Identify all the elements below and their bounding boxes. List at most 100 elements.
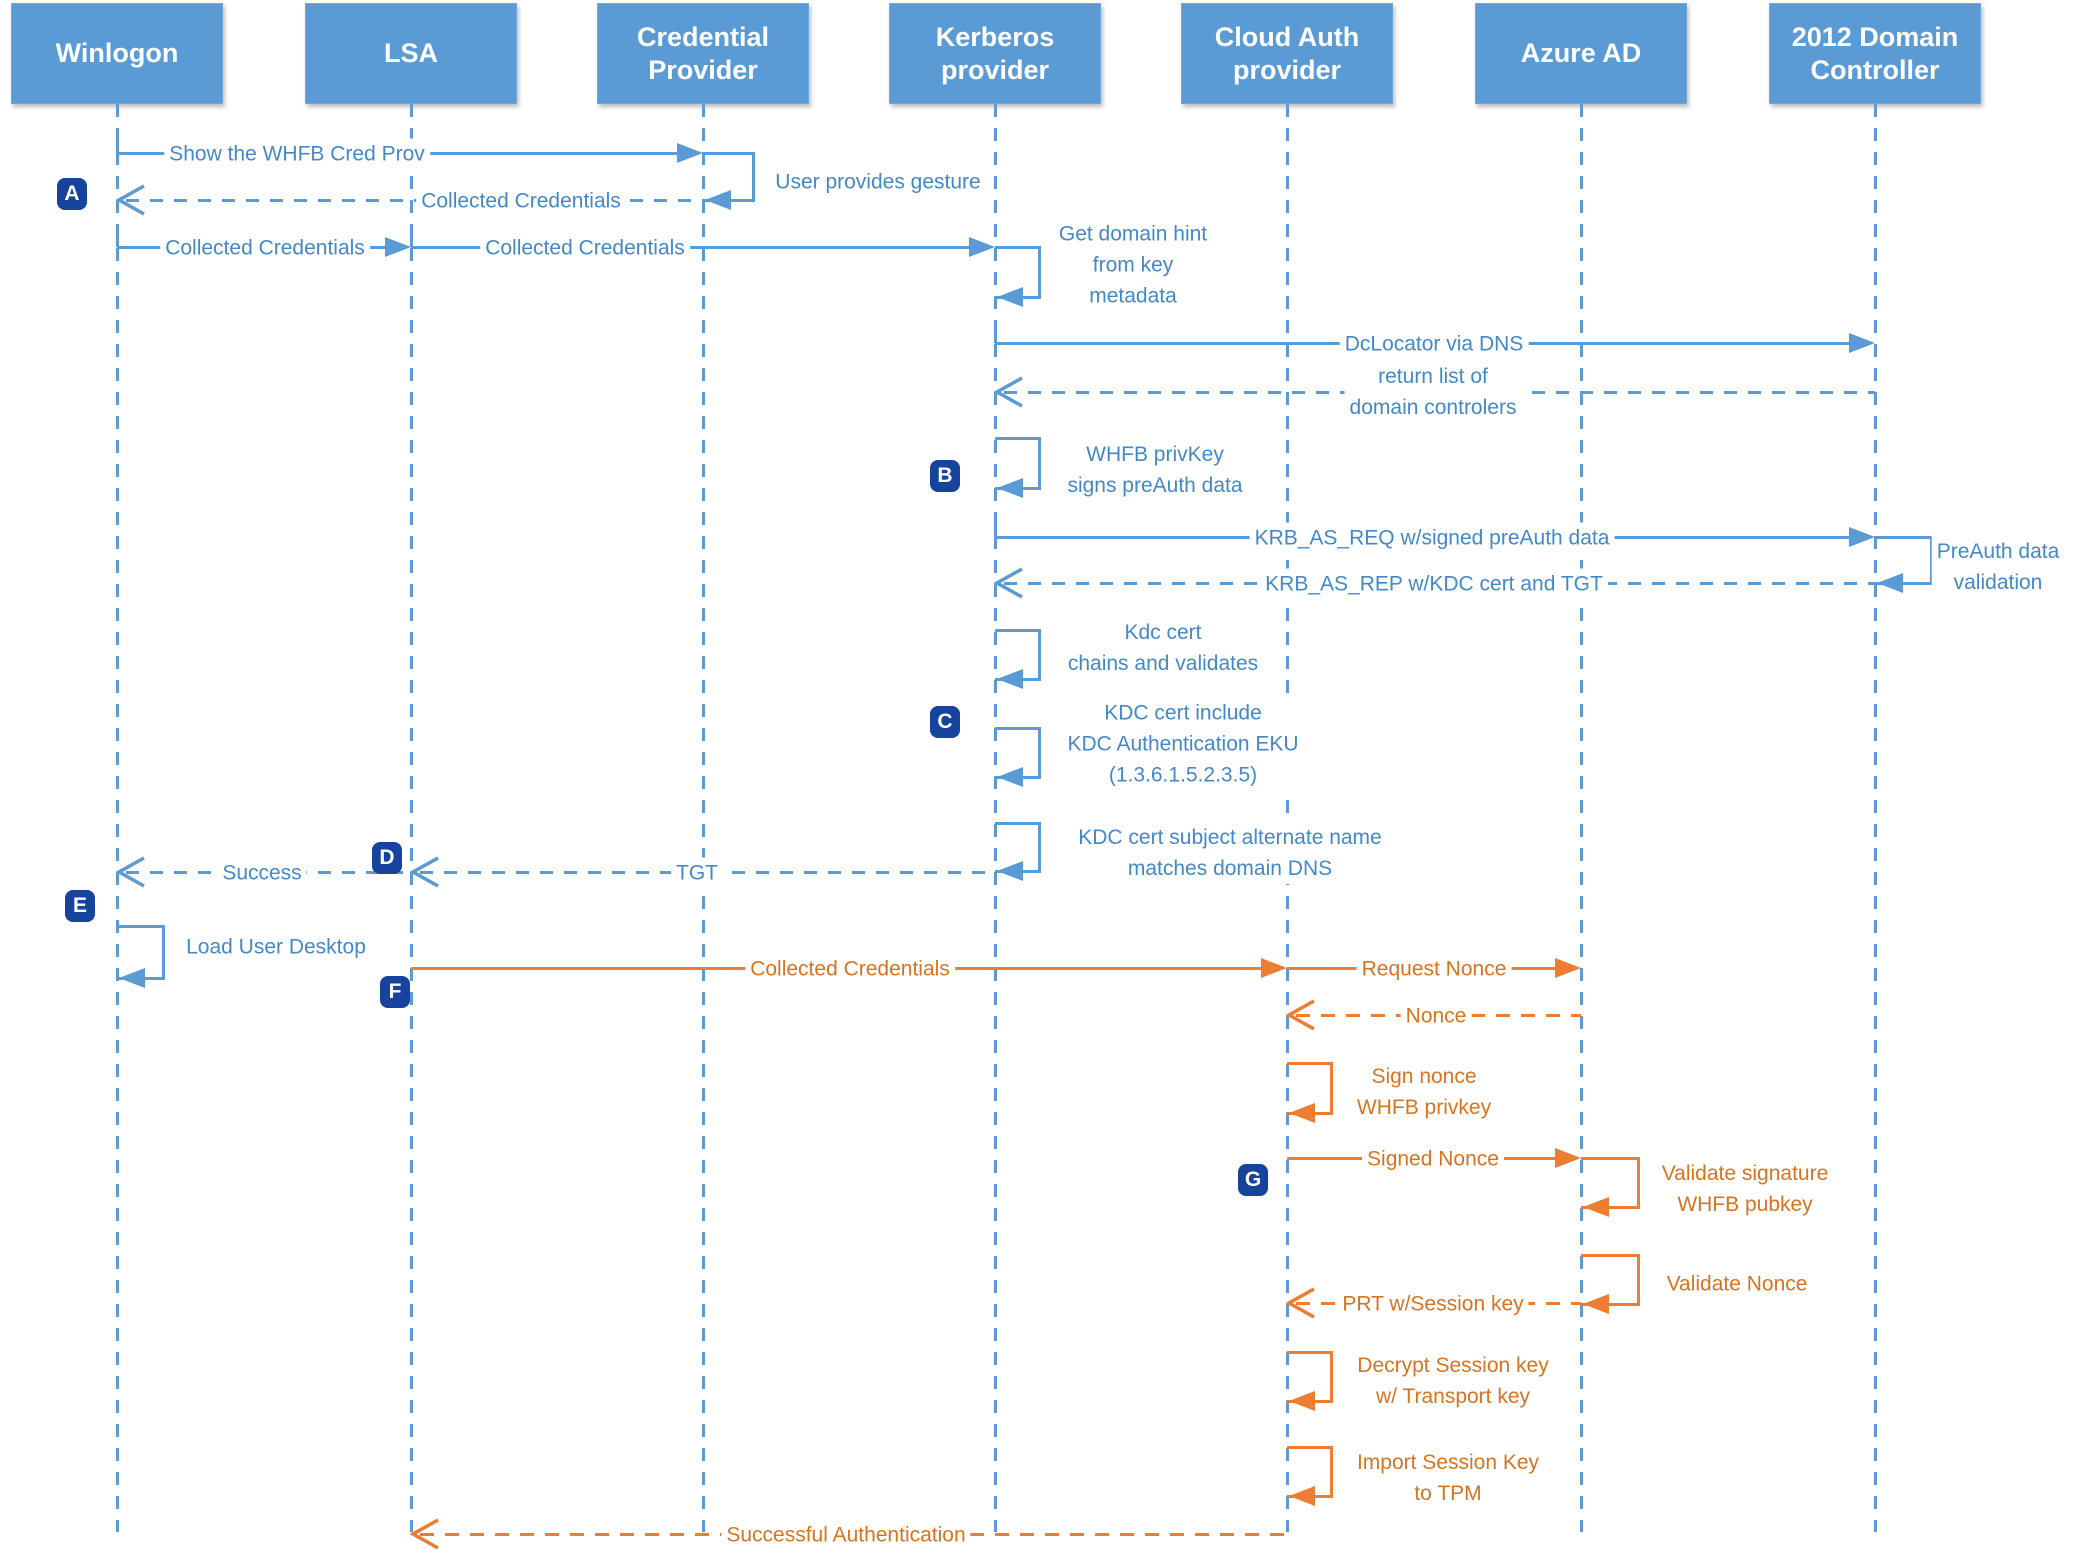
step-marker-f: F [380,976,410,1008]
arrowhead-left [1583,1197,1609,1217]
actor-domain-controller: 2012 Domain Controller [1769,3,1981,104]
arrowhead-left [705,190,731,210]
message-signed-nonce-label: Signed Nonce [1362,1143,1504,1175]
self-loop-kdc-cert-san-label: KDC cert subject alternate name matches … [1073,822,1387,884]
self-loop-load-user-desktop-label: Load User Desktop [181,931,371,963]
arrowhead-right [677,143,703,163]
arrowhead-left [1877,573,1903,593]
arrowhead-open-left [993,375,1024,409]
message-collected-credentials-return-line [126,199,703,202]
label-line: PreAuth data [1936,540,2060,563]
arrowhead-left [1289,1391,1315,1411]
step-marker-d: D [372,842,402,874]
self-loop-user-gesture-label: User provides gesture [770,166,986,198]
arrowhead-left [119,968,145,988]
label-line: Validate signature [1661,1162,1829,1185]
label-line: return list of [1378,365,1488,388]
self-loop-decrypt-session-key-label: Decrypt Session key w/ Transport key [1352,1350,1554,1412]
step-marker-a: A [57,178,87,210]
actor-cloud-auth-provider: Cloud Auth provider [1181,3,1393,104]
label-line: (1.3.6.1.5.2.3.5) [1108,763,1258,787]
message-collected-credentials-kerberos-line [411,246,969,249]
label-line: KDC Authentication EKU [1067,732,1299,756]
self-loop-validate-nonce-label: Validate Nonce [1661,1268,1813,1300]
arrowhead-left [1583,1294,1609,1314]
origin-tick [116,232,119,247]
self-loop-preauth-validation [1875,536,1933,585]
origin-tick [116,138,119,153]
origin-tick [410,232,413,247]
label-line: WHFB privkey [1356,1096,1492,1119]
self-loop-kdc-cert-eku-label: KDC cert include KDC Authentication EKU … [1062,697,1304,791]
message-collected-credentials-kerberos-label: Collected Credentials [480,232,690,264]
arrowhead-left [997,287,1023,307]
arrowhead-right [385,237,411,257]
message-successful-auth-label: Successful Authentication [721,1519,971,1551]
label-line: Import Session Key [1356,1451,1540,1474]
actor-lsa: LSA [305,3,517,104]
label-line: KDC cert subject alternate name [1078,826,1382,849]
self-loop-import-session-key-label: Import Session Key to TPM [1351,1447,1545,1509]
message-tgt-label: TGT [671,857,723,889]
arrowhead-left [1289,1486,1315,1506]
arrowhead-right [1261,958,1287,978]
label-line: WHFB pubkey [1677,1193,1813,1216]
arrowhead-open-left [409,855,440,889]
self-loop-validate-nonce [1581,1254,1640,1306]
message-krb-as-req-label: KRB_AS_REQ w/signed preAuth data [1249,522,1615,554]
arrowhead-left [1289,1103,1315,1123]
label-line: domain controlers [1349,396,1517,419]
origin-tick [994,328,997,343]
message-request-nonce-label: Request Nonce [1356,953,1512,985]
step-marker-g: G [1238,1164,1268,1196]
message-collected-credentials-cloud-label: Collected Credentials [745,953,955,985]
arrowhead-right [1849,527,1875,547]
arrowhead-right [1555,1148,1581,1168]
label-line: Kdc cert [1124,621,1202,644]
label-line: WHFB privKey [1086,443,1224,466]
self-loop-whfb-privkey-label: WHFB privKey signs preAuth data [1062,439,1248,501]
label-line: validation [1953,571,2043,594]
lifeline-domain-controller [1874,104,1877,1532]
self-loop-preauth-validation-label: PreAuth data validation [1931,536,2065,598]
message-prt-label: PRT w/Session key [1337,1288,1529,1320]
message-krb-as-rep-label: KRB_AS_REP w/KDC cert and TGT [1260,568,1608,600]
arrowhead-open-left [115,183,146,217]
actor-kerberos-provider: Kerberos provider [889,3,1101,104]
arrowhead-open-left [115,855,146,889]
label-line: Get domain hint [1058,222,1208,246]
message-collected-credentials-lsa-label: Collected Credentials [160,232,370,264]
label-line: metadata [1089,284,1177,308]
lifeline-lsa [410,104,413,1532]
arrowhead-right [1555,958,1581,978]
step-marker-c: C [930,706,960,738]
self-loop-sign-nonce-label: Sign nonce WHFB privkey [1351,1061,1497,1123]
arrowhead-open-left [1285,998,1316,1032]
label-line: matches domain DNS [1127,857,1333,880]
message-show-whfb-label: Show the WHFB Cred Prov [164,138,430,170]
label-line: from key [1092,253,1174,277]
origin-tick [994,522,997,537]
label-line: Sign nonce [1371,1065,1477,1088]
lifeline-winlogon [116,104,119,1532]
label-line: Decrypt Session key [1357,1354,1549,1377]
arrowhead-right [1849,333,1875,353]
label-line: chains and validates [1067,652,1259,675]
actor-winlogon: Winlogon [11,3,223,104]
self-loop-get-domain-hint-label: Get domain hint from key metadata [1053,218,1213,312]
label-line: w/ Transport key [1375,1385,1531,1408]
lifeline-kerberos-provider [994,104,997,1532]
arrowhead-left [997,669,1023,689]
arrowhead-open-left [409,1517,440,1551]
message-success-label: Success [217,857,307,889]
arrowhead-open-left [993,566,1024,600]
label-line: KDC cert include [1104,701,1262,725]
actor-azure-ad: Azure AD [1475,3,1687,104]
arrowhead-right [969,237,995,257]
self-loop-validate-signature-label: Validate signature WHFB pubkey [1656,1158,1834,1220]
actor-credential-provider: Credential Provider [597,3,809,104]
label-line: signs preAuth data [1067,474,1243,497]
message-collected-credentials-return-label: Collected Credentials [416,185,626,217]
step-marker-b: B [930,460,960,492]
